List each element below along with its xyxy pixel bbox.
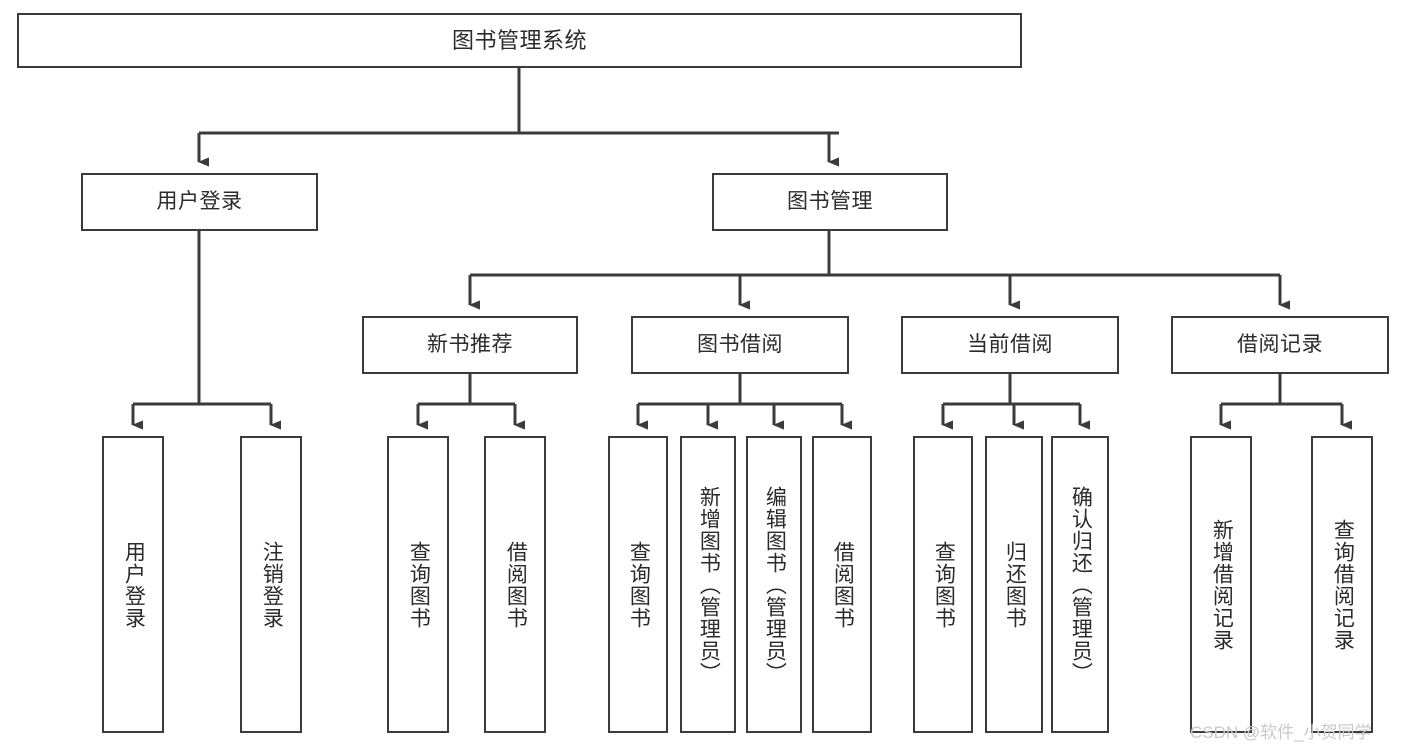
leaf-node-label: 查询图书 (407, 540, 431, 629)
node-borrow-record-label: 借阅记录 (1237, 332, 1323, 356)
node-root[interactable]: 图书管理系统 (17, 13, 1022, 68)
leaf-node[interactable]: 查询图书 (387, 436, 449, 733)
leaf-node[interactable]: 借阅图书 (812, 436, 872, 733)
leaf-node[interactable]: 查询图书 (913, 436, 973, 733)
node-book-borrow[interactable]: 图书借阅 (631, 316, 849, 374)
leaf-node-label: 用户登录 (122, 540, 146, 629)
node-root-label: 图书管理系统 (451, 27, 587, 53)
node-current-borrow-label: 当前借阅 (967, 332, 1053, 356)
leaf-node-label: 编辑图书（管理员） (763, 485, 787, 684)
leaf-node-label: 查询图书 (627, 540, 651, 629)
node-borrow-record[interactable]: 借阅记录 (1171, 316, 1389, 374)
leaf-node[interactable]: 查询借阅记录 (1311, 436, 1373, 733)
node-user-login[interactable]: 用户登录 (81, 173, 318, 231)
node-book-management-label: 图书管理 (787, 189, 873, 213)
node-new-book-recommend[interactable]: 新书推荐 (362, 316, 578, 374)
leaf-node-label: 新增图书（管理员） (697, 485, 721, 684)
leaf-node-label: 注销登录 (260, 540, 284, 629)
node-book-borrow-label: 图书借阅 (697, 332, 783, 356)
leaf-node[interactable]: 确认归还（管理员） (1051, 436, 1109, 733)
leaf-node-label: 查询图书 (932, 540, 956, 629)
leaf-node-label: 确认归还（管理员） (1069, 485, 1093, 684)
leaf-node-label: 查询借阅记录 (1331, 518, 1355, 651)
leaf-node-label: 归还图书 (1003, 540, 1027, 629)
node-book-management[interactable]: 图书管理 (712, 173, 948, 231)
leaf-node-label: 借阅图书 (831, 540, 855, 629)
leaf-node[interactable]: 用户登录 (102, 436, 164, 733)
leaf-node-label: 新增借阅记录 (1210, 518, 1234, 651)
watermark-text: CSDN @软件_小贺同学 (1190, 723, 1372, 742)
node-new-book-recommend-label: 新书推荐 (427, 332, 513, 356)
leaf-node[interactable]: 新增图书（管理员） (680, 436, 736, 733)
leaf-node[interactable]: 归还图书 (985, 436, 1043, 733)
leaf-node[interactable]: 注销登录 (240, 436, 302, 733)
leaf-node[interactable]: 查询图书 (608, 436, 668, 733)
node-current-borrow[interactable]: 当前借阅 (901, 316, 1119, 374)
leaf-node[interactable]: 借阅图书 (484, 436, 546, 733)
leaf-node-label: 借阅图书 (504, 540, 528, 629)
leaf-node[interactable]: 编辑图书（管理员） (746, 436, 802, 733)
node-user-login-label: 用户登录 (156, 189, 243, 213)
leaf-node[interactable]: 新增借阅记录 (1190, 436, 1252, 733)
